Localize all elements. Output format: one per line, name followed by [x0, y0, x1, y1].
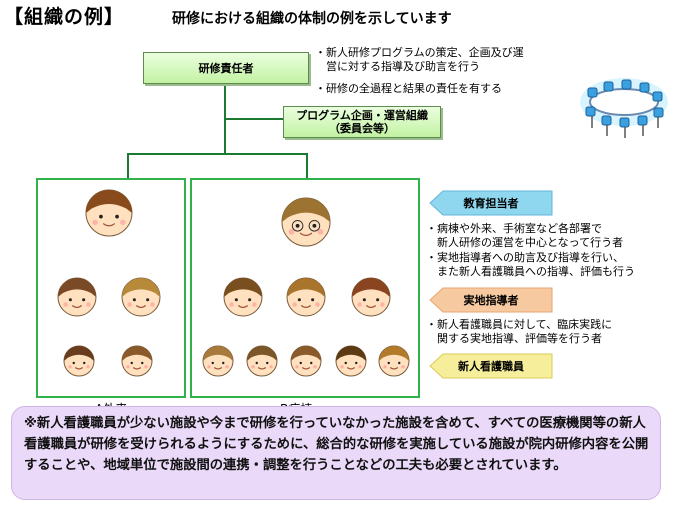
connector-horizontal: [127, 153, 308, 155]
person-face-icon: [63, 345, 95, 377]
tag-instructor: 実地指導者: [429, 287, 553, 313]
note-text: ※新人看護職員が少ない施設や今まで研修を行っていなかった施設を含めて、すべての医…: [24, 416, 649, 473]
person-face-icon: [378, 345, 410, 377]
tag-educator: 教育担当者: [429, 190, 553, 216]
connector-unit-b: [306, 153, 308, 179]
educator-duty-3: ・実地指導者への助言及び指導を行い、: [426, 251, 624, 264]
person-face-icon: [85, 189, 133, 237]
person-face-icon: [281, 197, 331, 247]
person-face-icon: [121, 345, 153, 377]
instructor-duty-2: 関する実地指導、評価等を行う者: [426, 332, 602, 345]
person-face-icon: [246, 345, 278, 377]
tag-educator-label: 教育担当者: [463, 197, 519, 210]
page-title: 【組織の例】: [4, 6, 125, 28]
person-face-icon: [286, 277, 326, 317]
page-subtitle: 研修における組織の体制の例を示しています: [172, 11, 452, 27]
person-face-icon: [335, 345, 367, 377]
person-face-icon: [121, 277, 161, 317]
head-duty-2: 営に対する指導及び助言を行う: [315, 60, 480, 73]
meeting-table-icon: [576, 62, 672, 142]
person-face-icon: [223, 277, 263, 317]
connector-unit-a: [127, 153, 129, 179]
head-label: 研修責任者: [198, 61, 254, 75]
person-face-icon: [57, 277, 97, 317]
tag-new-nurse: 新人看護職員: [429, 353, 553, 379]
note-box: ※新人看護職員が少ない施設や今まで研修を行っていなかった施設を含めて、すべての医…: [11, 406, 661, 500]
educator-duty-4: また新人看護職員への指導、評価も行う: [426, 265, 635, 278]
committee-sublabel: （委員会等）: [329, 122, 395, 135]
person-face-icon: [351, 277, 391, 317]
connector-committee: [225, 118, 283, 120]
tag-instructor-label: 実地指導者: [463, 294, 519, 307]
instructor-duty-1: ・新人看護職員に対して、臨床実践に: [426, 318, 613, 331]
educator-duty-1: ・病棟や外来、手術室など各部署で: [426, 222, 602, 235]
educator-duty-2: 新人研修の運営を中心となって行う者: [426, 236, 624, 249]
head-box: 研修責任者: [143, 52, 309, 84]
person-face-icon: [290, 345, 322, 377]
connector-head-down: [224, 81, 226, 154]
head-duty-1: ・新人研修プログラムの策定、企画及び運: [315, 46, 524, 59]
tag-new-nurse-label: 新人看護職員: [458, 360, 524, 373]
person-face-icon: [202, 345, 234, 377]
committee-label: プログラム企画・運営組織: [296, 109, 428, 122]
committee-box: プログラム企画・運営組織 （委員会等）: [283, 106, 441, 138]
head-duty-3: ・研修の全過程と結果の責任を有する: [315, 82, 502, 95]
